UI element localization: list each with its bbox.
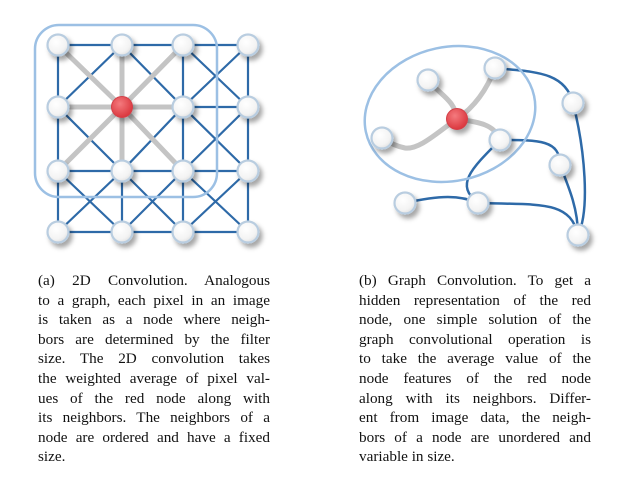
graph-node (370, 126, 394, 150)
2d-convolution-diagram (33, 23, 260, 244)
caption-line: bors of a node are unordered and (359, 428, 591, 446)
caption-line: the weighted average of pixel val- (38, 369, 270, 387)
center-node (111, 96, 133, 118)
neighbor-edge (55, 104, 125, 174)
graph-node (466, 191, 490, 215)
pixel-node (236, 220, 260, 244)
filter-window (33, 23, 219, 199)
caption-line: to take the average value of the (359, 350, 591, 368)
pixel-node (236, 33, 260, 57)
caption-line: size. The 2D convolution takes (38, 350, 270, 368)
caption-line: bors are determined by the filter (38, 330, 270, 348)
caption-line: (a) 2D Convolution. Analogous (38, 272, 270, 289)
caption-graph-convolution: (b) Graph Convolution. To get a hidden re… (359, 271, 591, 467)
pixel-node (46, 159, 70, 183)
pixel-node (236, 95, 260, 119)
neighborhood-outline (363, 44, 537, 184)
neighbor-edge (119, 104, 186, 174)
pixel-node (171, 33, 195, 57)
pixel-node (171, 95, 195, 119)
graph-node (416, 68, 440, 92)
neighbor-edge (55, 42, 125, 110)
pixel-node (46, 220, 70, 244)
grid-edge (181, 43, 250, 109)
graph-node (561, 91, 585, 115)
pixel-node (46, 33, 70, 57)
caption-line: node are ordered and have a fixed (38, 428, 270, 446)
pixel-node (171, 220, 195, 244)
graph-node (483, 56, 507, 80)
caption-line: ues of the red node along with (38, 389, 270, 407)
pixel-node (46, 95, 70, 119)
caption-line: size. (38, 448, 66, 466)
neighbor-edge (119, 42, 186, 110)
grid-edge (56, 169, 124, 234)
caption-line: variable in size. (359, 448, 455, 466)
caption-line: its neighbors. The neighbors of a (38, 409, 270, 427)
caption-line: node, one simple solution of the (359, 311, 591, 329)
center-node (446, 108, 468, 130)
grid-edge (181, 169, 250, 234)
pixel-node (171, 159, 195, 183)
graph-convolution-diagram (363, 44, 590, 247)
caption-2d-convolution: (a) 2D Convolution. Analogous to a graph,… (38, 271, 270, 467)
graph-edge (476, 201, 580, 237)
caption-line: ent from image data, the neigh- (359, 409, 591, 427)
grid-edge (181, 105, 250, 173)
pixel-node (110, 220, 134, 244)
caption-line: node features of the red node (359, 369, 591, 387)
pixel-node (110, 33, 134, 57)
graph-node (393, 191, 417, 215)
graph-edge (571, 101, 587, 237)
graph-node (566, 223, 590, 247)
caption-line: to a graph, each pixel in an image (38, 291, 270, 309)
pixel-node (236, 159, 260, 183)
caption-line: along with its neighbors. Differ- (359, 389, 591, 407)
graph-node (548, 153, 572, 177)
caption-line: graph convolutional operation is (359, 330, 591, 348)
caption-line: (b) Graph Convolution. To get a (359, 272, 591, 289)
pixel-node (110, 159, 134, 183)
graph-node (488, 128, 512, 152)
caption-line: hidden representation of the red (359, 291, 591, 309)
neighbor-edge (379, 116, 460, 151)
grid-edge (120, 169, 185, 234)
caption-line: is taken as a node where neigh- (38, 311, 270, 329)
